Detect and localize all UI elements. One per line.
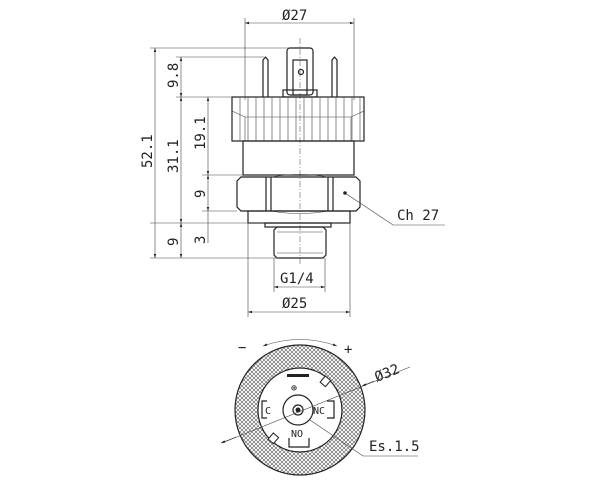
dim-hex-height: 9 [193,190,209,198]
plus-label: + [344,342,352,358]
dim-cap-body-height: 19.1 [193,116,209,150]
dim-base-diameter: Ø25 [282,296,307,312]
dim-body-height: 31.1 [166,139,182,173]
knurling [239,97,361,141]
dim-pin-height: 9.8 [166,63,182,88]
terminal-no: NO [291,429,303,440]
dim-overall-height: 52.1 [140,134,156,168]
ground-symbol: ⊕ [291,383,297,394]
side-view: Ø27 52.1 9.8 31.1 9 19.1 9 3 G1/4 Ø25 Ch… [140,8,445,317]
dim-thread-length: 9 [166,238,182,246]
terminal-nc: NC [313,406,325,417]
bottom-view: − + ⊕ C NC NO Ø32 Es.1.5 [220,339,420,476]
hex-label: Ch 27 [397,208,439,224]
minus-label: − [238,340,246,356]
dim-collar-height: 3 [193,236,209,244]
dim-thread: G1/4 [280,271,314,287]
cable-label: Es.1.5 [369,439,420,455]
terminal-c: C [265,406,271,417]
dim-top-diameter: Ø27 [282,8,307,24]
bottom-diameter: Ø32 [373,361,402,385]
